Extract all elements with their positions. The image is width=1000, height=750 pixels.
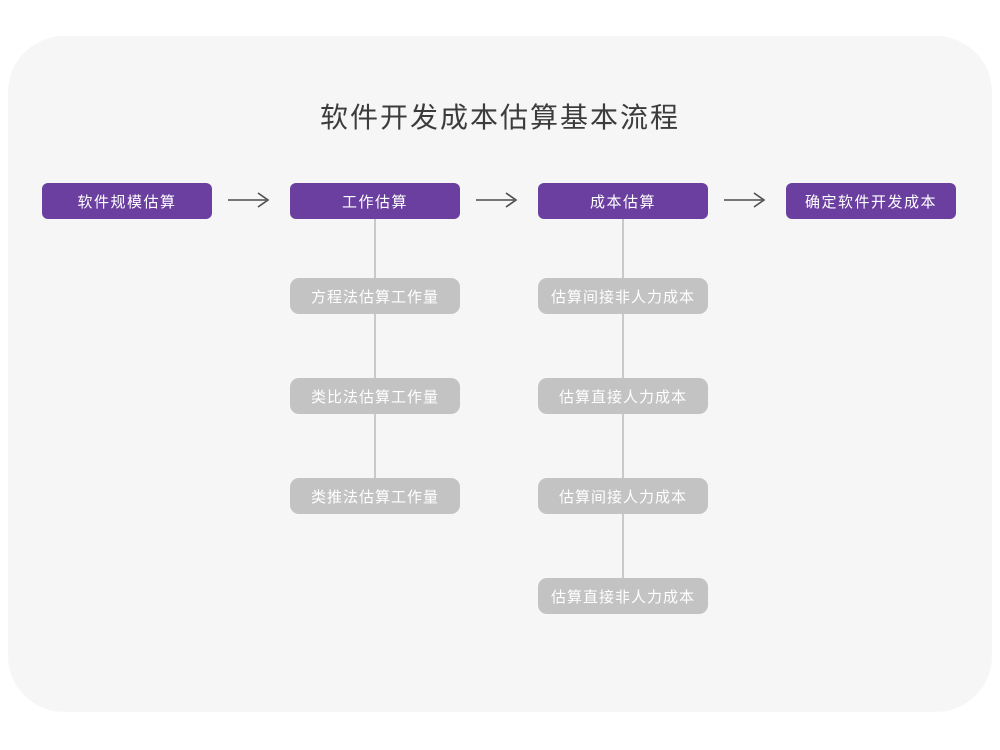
- node-direct-non-labor-cost: 估算直接非人力成本: [538, 578, 708, 614]
- right-arrow-icon: [724, 192, 766, 208]
- node-work-estimation: 工作估算: [290, 183, 460, 219]
- connector-line-work-estimation: [374, 218, 376, 493]
- node-analogy-method-effort: 类比法估算工作量: [290, 378, 460, 414]
- node-software-scale-estimation: 软件规模估算: [42, 183, 212, 219]
- node-direct-labor-cost: 估算直接人力成本: [538, 378, 708, 414]
- right-arrow-icon: [476, 192, 518, 208]
- node-equation-method-effort: 方程法估算工作量: [290, 278, 460, 314]
- node-indirect-labor-cost: 估算间接人力成本: [538, 478, 708, 514]
- node-cost-estimation: 成本估算: [538, 183, 708, 219]
- diagram-card: [8, 36, 992, 712]
- diagram-title: 软件开发成本估算基本流程: [319, 102, 680, 133]
- node-indirect-non-labor-cost: 估算间接非人力成本: [538, 278, 708, 314]
- node-extrapolation-method-effort: 类推法估算工作量: [290, 478, 460, 514]
- node-determine-software-dev-cost: 确定软件开发成本: [786, 183, 956, 219]
- right-arrow-icon: [228, 192, 270, 208]
